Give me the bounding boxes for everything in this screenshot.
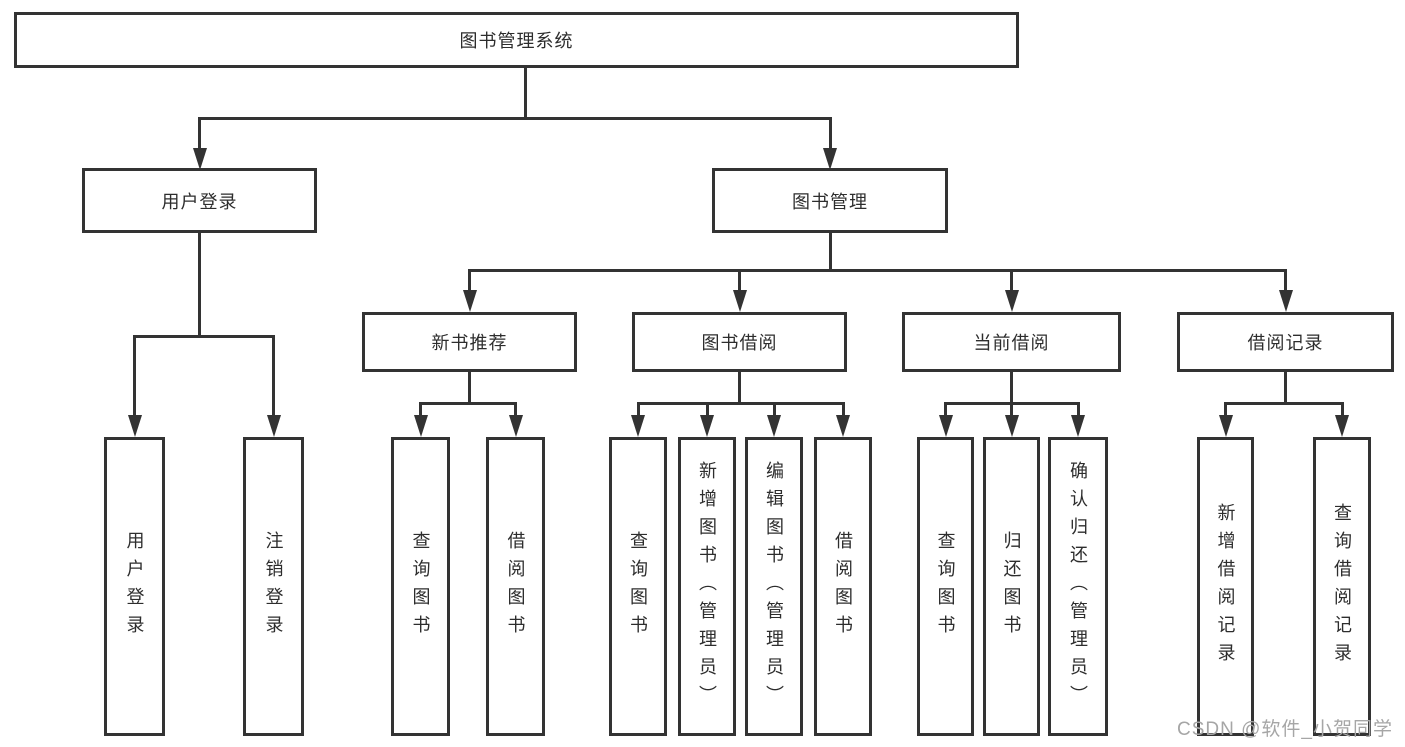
node-borrow-records: 借阅记录 [1177,312,1394,372]
connector-line [523,68,527,119]
arrow-down-icon [1071,415,1085,437]
node-root: 图书管理系统 [14,12,1019,68]
node-book-management: 图书管理 [712,168,948,233]
connector-line [944,402,1080,405]
node-add-books-admin: 新增图书（管理员） [678,437,736,736]
node-edit-books-admin: 编辑图书（管理员） [745,437,803,736]
connector-line [828,119,832,150]
arrow-down-icon [462,290,477,312]
connector-line [1010,404,1013,418]
arrow-down-icon [836,415,850,437]
connector-line [944,404,947,418]
arrow-down-icon [192,148,207,170]
node-return-books: 归还图书 [983,437,1040,736]
connector-line [1224,402,1344,405]
connector-line [705,404,709,418]
connector-line [636,404,640,418]
connector-line [636,402,845,405]
arrow-down-icon [732,290,747,312]
node-query-books-3: 查询图书 [917,437,974,736]
node-borrow-books-2: 借阅图书 [814,437,872,736]
connector-line [1010,271,1013,291]
connector-line [468,372,471,404]
connector-line [772,404,776,418]
connector-line [198,233,201,337]
connector-line [1340,404,1344,418]
node-user-login: 用户登录 [82,168,317,233]
connector-line [272,337,275,416]
arrow-down-icon [508,415,523,437]
node-add-borrow-record: 新增借阅记录 [1197,437,1254,736]
arrow-down-icon [1278,290,1293,312]
arrow-down-icon [1335,415,1349,437]
arrow-down-icon [631,415,645,437]
node-confirm-return-admin: 确认归还（管理员） [1048,437,1108,736]
arrow-down-icon [266,415,281,437]
connector-line [419,402,517,405]
node-book-borrow: 图书借阅 [632,312,847,372]
connector-line [1284,372,1287,404]
connector-line [738,372,741,404]
node-query-books: 查询图书 [391,437,450,736]
connector-line [133,335,275,338]
arrow-down-icon [413,415,428,437]
connector-line [1076,404,1080,418]
connector-line [738,271,741,291]
connector-line [1284,271,1287,291]
arrow-down-icon [938,415,953,437]
connector-line [197,117,832,120]
connector-line [1224,404,1227,418]
arrow-down-icon [700,415,714,437]
connector-line [514,404,517,418]
arrow-down-icon [127,415,142,437]
connector-line [468,271,471,291]
connector-line [198,119,201,150]
arrow-down-icon [823,148,837,170]
connector-line [419,404,422,418]
arrow-down-icon [1004,415,1019,437]
watermark: CSDN @软件_小贺同学 [1177,719,1393,740]
connector-line [468,269,1287,272]
node-current-borrow: 当前借阅 [902,312,1121,372]
node-new-book-recommend: 新书推荐 [362,312,577,372]
node-query-borrow-record: 查询借阅记录 [1313,437,1371,736]
connector-line [133,337,136,416]
node-borrow-books: 借阅图书 [486,437,545,736]
connector-line [1010,372,1013,404]
connector-line [828,233,832,271]
arrow-down-icon [767,415,781,437]
node-logout-action: 注销登录 [243,437,304,736]
node-query-books-2: 查询图书 [609,437,667,736]
connector-line [841,404,845,418]
arrow-down-icon [1218,415,1233,437]
node-user-login-action: 用户登录 [104,437,165,736]
arrow-down-icon [1004,290,1019,312]
